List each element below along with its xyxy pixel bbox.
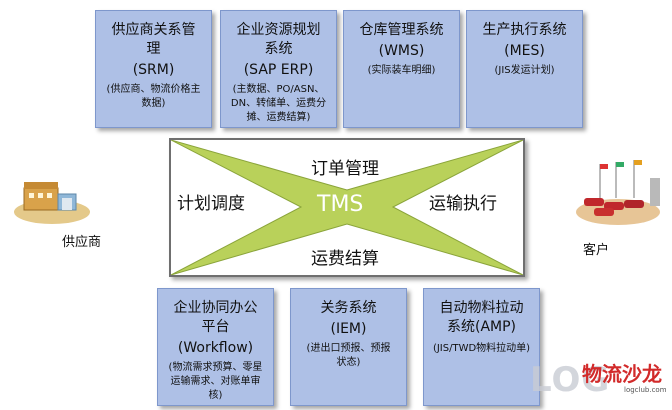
srm-title: 供应商关系管 理 [111, 22, 196, 57]
workflow-abbr: (Workflow) [177, 340, 254, 356]
supplier-building-icon [14, 182, 90, 224]
tms-panel: TMS 订单管理 计划调度 运输执行 运费结算 [169, 138, 525, 277]
mes-desc: (JIS发运计划) [494, 65, 555, 76]
planning-scheduling-label: 计划调度 [177, 194, 245, 214]
customer-label: 客户 [583, 243, 610, 258]
sap-erp-box: 企业资源规划 系统 (SAP ERP) (主数据、PO/ASN、 DN、转储单、… [220, 10, 337, 128]
iem-desc: (进出口预报、预报 状态) [306, 343, 391, 368]
amp-box: 自动物料拉动 系统(AMP) (JIS/TWD物料拉动单) [423, 288, 540, 406]
iem-abbr: (IEM) [330, 321, 367, 337]
supplier-label: 供应商 [62, 235, 102, 250]
wms-abbr: (WMS) [378, 43, 425, 59]
mes-abbr: (MES) [504, 43, 545, 59]
iem-box: 关务系统 (IEM) (进出口预报、预报 状态) [290, 288, 407, 406]
tms-core-label: TMS [317, 192, 364, 217]
wms-desc: (实际装车明细) [367, 65, 436, 76]
watermark-letters: LOG [530, 360, 611, 400]
workflow-desc: (物流需求预算、零星 运输需求、对账单审 核) [168, 362, 263, 401]
wms-title: 仓库管理系统 [359, 22, 444, 38]
wms-box: 仓库管理系统 (WMS) (实际装车明细) [343, 10, 460, 128]
sap-erp-title: 企业资源规划 系统 [236, 22, 321, 57]
srm-desc: (供应商、物流价格主 数据) [106, 84, 201, 109]
transport-execution-label: 运输执行 [429, 194, 497, 214]
srm-abbr: (SRM) [132, 62, 175, 78]
mes-box: 生产执行系统 (MES) (JIS发运计划) [466, 10, 583, 128]
sap-erp-abbr: (SAP ERP) [243, 62, 314, 78]
watermark-brand: 物流沙龙 [582, 362, 662, 386]
watermark-site: logclub.com [624, 386, 667, 394]
workflow-title: 企业协同办公 平台 [173, 300, 258, 335]
customer-cars-icon [576, 160, 660, 225]
freight-settlement-label: 运费结算 [311, 249, 379, 269]
x-shape [171, 140, 523, 275]
workflow-box: 企业协同办公 平台 (Workflow) (物流需求预算、零星 运输需求、对账单… [157, 288, 274, 406]
iem-title: 关务系统 [320, 300, 377, 316]
mes-title: 生产执行系统 [482, 22, 567, 38]
amp-desc: (JIS/TWD物料拉动单) [432, 343, 531, 354]
order-management-label: 订单管理 [311, 159, 379, 179]
sap-erp-desc: (主数据、PO/ASN、 DN、转储单、运费分 摊、运费结算) [230, 84, 327, 123]
amp-title: 自动物料拉动 系统(AMP) [439, 300, 524, 335]
srm-box: 供应商关系管 理 (SRM) (供应商、物流价格主 数据) [95, 10, 212, 128]
